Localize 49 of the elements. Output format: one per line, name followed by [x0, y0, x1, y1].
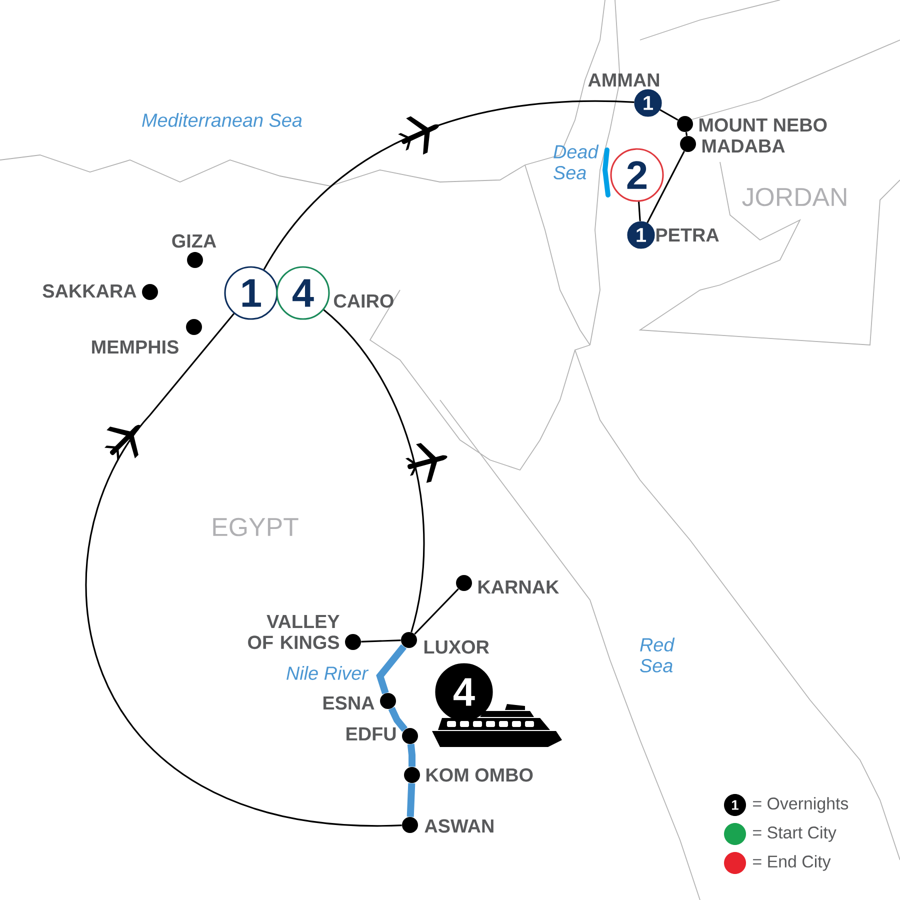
city-label: AMMAN	[588, 74, 659, 87]
city-dot	[142, 284, 158, 300]
city-dot	[404, 767, 420, 783]
city-dot	[186, 319, 202, 335]
city-label: ESNA	[323, 696, 374, 710]
city-dot	[402, 728, 418, 744]
sea-label: Nile River	[286, 666, 369, 680]
country-label: JORDAN	[742, 188, 846, 206]
route-line	[361, 640, 401, 643]
route-line	[638, 202, 641, 222]
legend-text: = End City	[753, 855, 831, 871]
route-line	[263, 100, 634, 270]
city-label: KARNAK	[478, 580, 560, 594]
city-dot	[680, 136, 696, 152]
river-line	[406, 783, 416, 817]
sea-label: Dead Sea	[554, 144, 599, 180]
city-dot	[345, 634, 361, 650]
city-dot	[380, 693, 396, 709]
city-label: PETRA	[656, 228, 719, 242]
river-line	[388, 706, 408, 732]
route-line	[414, 588, 459, 635]
city-label: EDFU	[346, 727, 396, 741]
city-dot	[401, 632, 417, 648]
city-label: ASWAN	[424, 819, 494, 833]
city-label: MOUNT NEBO	[699, 118, 827, 132]
city-label: KOM OMBO	[426, 768, 533, 782]
sea-label: Mediterranean Sea	[142, 113, 302, 127]
city-label: LUXOR	[424, 640, 490, 654]
route-line	[85, 313, 402, 826]
city-label: VALLEY OF KINGS	[248, 614, 340, 650]
city-label: GIZA	[172, 234, 216, 248]
route-line	[685, 132, 688, 136]
city-label: CAIRO	[334, 294, 394, 308]
city-label: MADABA	[702, 140, 785, 153]
river-line	[407, 744, 416, 767]
city-dot	[677, 116, 693, 132]
sea-label: Red Sea	[640, 638, 675, 672]
legend-text: = Start City	[753, 826, 836, 842]
route-line	[646, 150, 685, 224]
route-line	[660, 109, 678, 121]
city-label: MEMPHIS	[92, 340, 178, 354]
city-label: SAKKARA	[42, 284, 136, 298]
country-label: EGYPT	[213, 518, 298, 536]
city-dot	[456, 575, 472, 591]
legend-text: = Overnights	[753, 797, 848, 813]
city-dot	[187, 252, 203, 268]
route-line	[323, 309, 425, 632]
city-dot	[402, 817, 418, 833]
river-line	[376, 644, 407, 694]
